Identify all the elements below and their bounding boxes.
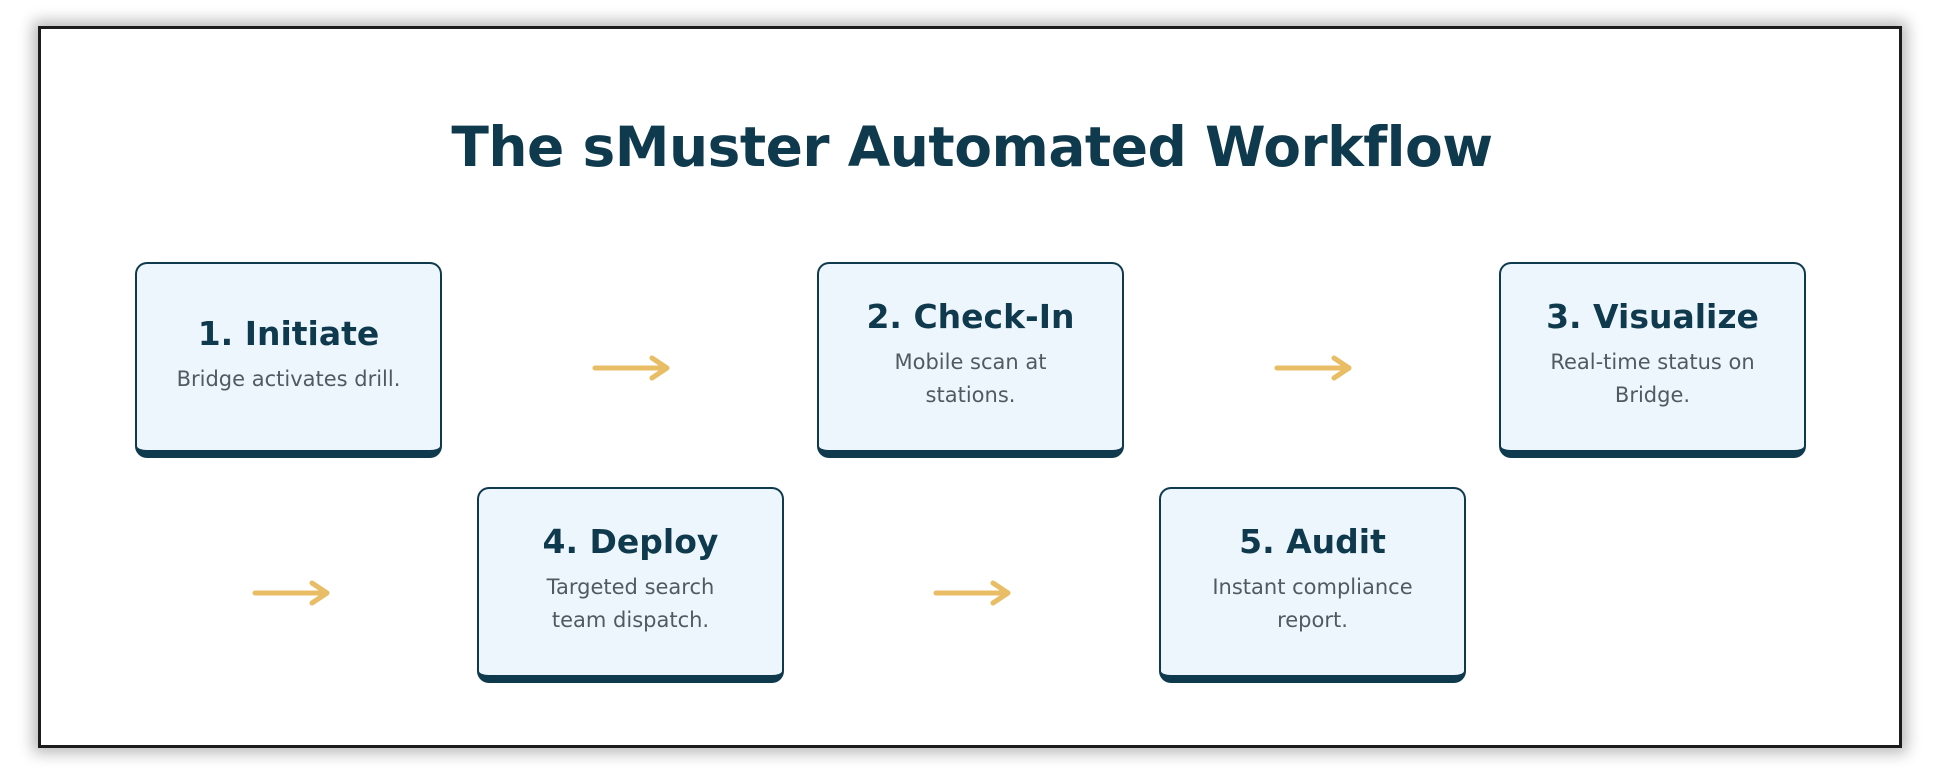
- step-title: 3. Visualize: [1546, 297, 1759, 337]
- step-title: 4. Deploy: [542, 522, 719, 562]
- step-card-check-in: 2. Check-In Mobile scan at stations.: [817, 262, 1124, 458]
- step-description: Targeted search team dispatch.: [546, 575, 715, 632]
- step-title: 5. Audit: [1239, 522, 1386, 562]
- right-arrow-icon: [1274, 355, 1352, 381]
- step-card-audit: 5. Audit Instant compliance report.: [1159, 487, 1466, 683]
- right-arrow-icon: [592, 355, 670, 381]
- step-description: Mobile scan at stations.: [894, 350, 1047, 407]
- step-description: Real-time status on Bridge.: [1550, 350, 1755, 407]
- step-title: 2. Check-In: [866, 297, 1075, 337]
- step-description: Bridge activates drill.: [176, 366, 401, 391]
- step-card-deploy: 4. Deploy Targeted search team dispatch.: [477, 487, 784, 683]
- step-card-initiate: 1. Initiate Bridge activates drill.: [135, 262, 442, 458]
- step-card-visualize: 3. Visualize Real-time status on Bridge.: [1499, 262, 1806, 458]
- right-arrow-icon: [933, 580, 1011, 606]
- diagram-title: The sMuster Automated Workflow: [451, 115, 1493, 179]
- step-title: 1. Initiate: [197, 313, 380, 353]
- right-arrow-icon: [252, 580, 330, 606]
- step-description: Instant compliance report.: [1212, 575, 1413, 632]
